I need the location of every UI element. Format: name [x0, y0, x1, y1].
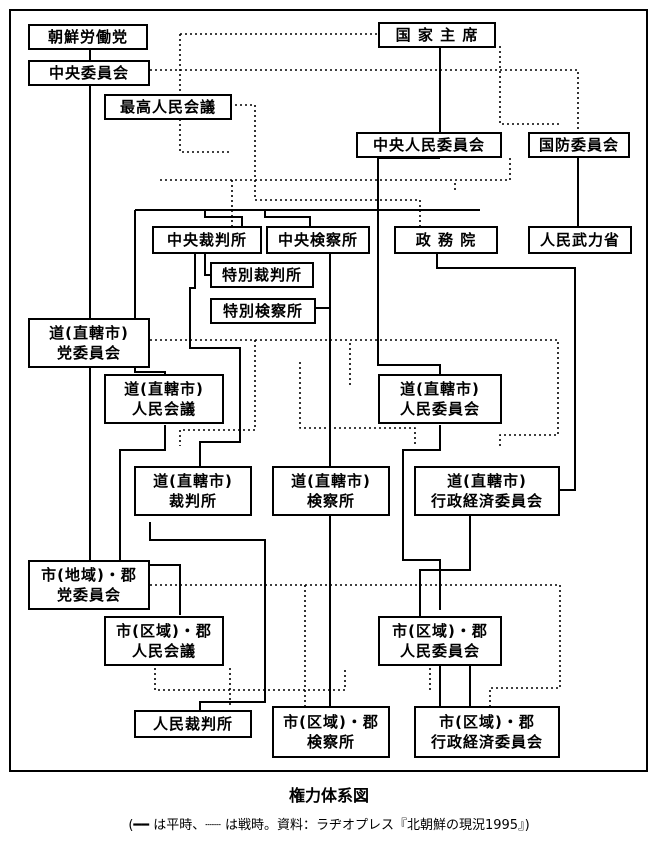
- defense-commission-node: 国防委員会: [528, 132, 630, 158]
- special-procurator-node: 特別検察所: [210, 298, 316, 324]
- special-court-node: 特別裁判所: [210, 262, 314, 288]
- dotted-line: [499, 46, 560, 125]
- solid-line: [316, 253, 331, 309]
- solid-line: [204, 253, 210, 276]
- administration-council-node: 政 務 院: [394, 226, 498, 254]
- solid-line: [377, 157, 441, 374]
- armed-forces-node: 人民武力省: [528, 226, 632, 254]
- figure-note: (━━ は平時、┈┈ は戦時。資料：ラヂオプレス『北朝鮮の現況1995』): [128, 818, 530, 833]
- central-procurator-node: 中央検察所: [266, 226, 370, 254]
- solid-line: [119, 425, 181, 615]
- city-assembly-node: 市(区域)・郡 人民会議: [104, 616, 224, 666]
- figure-title: 権力体系図: [288, 786, 369, 805]
- city-committee-node: 市(区域)・郡 人民委員会: [378, 616, 502, 666]
- central-committee-node: 中央委員会: [28, 60, 150, 86]
- peoples-court-node: 人民裁判所: [134, 710, 252, 738]
- dotted-line: [179, 34, 232, 153]
- president-node: 国 家 主 席: [378, 22, 496, 48]
- prov-court-node: 道(直轄市) 裁判所: [134, 466, 252, 516]
- solid-line: [204, 210, 243, 228]
- prov-party-node: 道(直轄市) 党委員会: [28, 318, 150, 368]
- prov-procurator-node: 道(直轄市) 検察所: [272, 466, 390, 516]
- central-peoples-committee-node: 中央人民委員会: [356, 132, 502, 158]
- solid-line: [149, 522, 266, 710]
- city-procurator-node: 市(区域)・郡 検察所: [272, 706, 390, 758]
- dotted-line: [299, 362, 416, 446]
- city-party-node: 市(地域)・郡 党委員会: [28, 560, 150, 610]
- party-node: 朝鮮労働党: [28, 24, 148, 50]
- dotted-line: [154, 668, 346, 691]
- prov-assembly-node: 道(直轄市) 人民会議: [104, 374, 224, 424]
- central-court-node: 中央裁判所: [152, 226, 262, 254]
- solid-line: [402, 425, 441, 610]
- solid-line: [189, 253, 241, 468]
- dotted-line: [150, 69, 579, 134]
- dotted-line: [179, 340, 256, 446]
- dotted-line: [150, 339, 559, 448]
- city-admin-node: 市(区域)・郡 行政経済委員会: [414, 706, 560, 758]
- prov-admin-node: 道(直轄市) 行政経済委員会: [414, 466, 560, 516]
- solid-line: [436, 253, 576, 491]
- dotted-line: [230, 104, 421, 226]
- dotted-line: [160, 158, 511, 181]
- spa-node: 最高人民会議: [104, 94, 232, 120]
- solid-line: [419, 515, 471, 618]
- prov-committee-node: 道(直轄市) 人民委員会: [378, 374, 502, 424]
- solid-line: [264, 210, 311, 228]
- diagram-frame: [9, 9, 648, 772]
